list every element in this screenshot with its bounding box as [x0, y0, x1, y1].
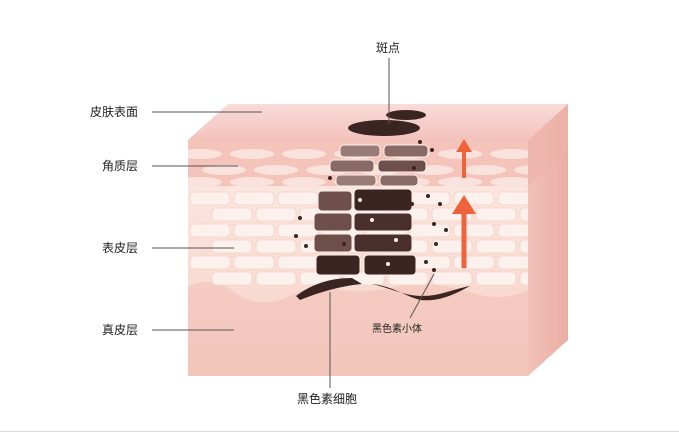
spot-mark-large — [348, 120, 420, 136]
label-melanocyte: 黑色素细胞 — [297, 392, 358, 406]
epidermis-cell — [497, 223, 528, 238]
epidermis-cell — [497, 255, 528, 270]
melanocyte-cell — [377, 159, 427, 173]
melanocyte-cell — [313, 212, 353, 232]
melanocyte-cell — [339, 144, 381, 158]
epidermis-cell — [475, 207, 517, 222]
corneum-cell — [490, 177, 528, 187]
melanosome-dot — [432, 268, 436, 272]
melanocyte-column — [313, 144, 429, 276]
corneum-cell — [188, 177, 222, 187]
spot-mark — [386, 110, 426, 120]
melanocyte-cell — [363, 254, 417, 276]
epidermis-cell — [189, 191, 231, 206]
epidermis-cell — [255, 207, 297, 222]
corneum-cell — [202, 165, 246, 175]
epidermis-cell — [519, 207, 528, 222]
melanosome-dot — [342, 242, 346, 246]
melanosome-dot — [432, 222, 436, 226]
corneum-cell — [514, 165, 528, 175]
melanosome-dot — [424, 260, 428, 264]
melanosome-dot — [328, 176, 332, 180]
epidermis-cell — [211, 239, 253, 254]
melanosome-dot — [410, 202, 414, 206]
melanosome-dot — [394, 238, 398, 242]
epidermis-cell — [277, 255, 319, 270]
label-stratum-corneum: 角质层 — [102, 159, 139, 173]
corneum-cell — [490, 149, 528, 159]
melanosome-dot — [386, 262, 390, 266]
melanocyte-base-right — [372, 284, 470, 301]
melanocyte-cell — [317, 190, 353, 212]
epidermis-cell — [211, 271, 253, 286]
epidermis-cell — [277, 223, 319, 238]
melanosome-dot — [338, 264, 342, 268]
melanocyte-cell — [329, 159, 375, 173]
label-spot: 斑点 — [376, 41, 401, 55]
melanosome-dot — [370, 218, 374, 222]
melanocyte-cell — [353, 188, 413, 212]
epidermis-cell — [453, 223, 495, 238]
melanocyte-cell — [379, 174, 419, 187]
epidermis-cell — [277, 191, 319, 206]
melanosome-dot — [294, 234, 298, 238]
label-melanosome: 黑色素小体 — [372, 324, 422, 335]
epidermis-cell — [255, 271, 297, 286]
melanosome-dot — [438, 202, 442, 206]
melanosome-dot — [434, 242, 438, 246]
corneum-cell — [282, 177, 326, 187]
melanocyte-cell — [315, 254, 361, 276]
epidermis-cell — [233, 255, 275, 270]
melanosome-dot — [298, 216, 302, 220]
epidermis-cell — [453, 255, 495, 270]
melanosome-dot — [430, 148, 434, 152]
epidermis-cell — [233, 191, 275, 206]
melanocyte-base — [296, 278, 362, 300]
melanosome-dot — [304, 244, 308, 248]
corneum-cell — [230, 177, 274, 187]
epidermis-cell — [409, 223, 451, 238]
upward-arrow-small — [456, 139, 472, 178]
epidermis-cell — [431, 271, 473, 286]
melanosome-dots — [294, 140, 448, 272]
epidermis-cell — [189, 223, 231, 238]
label-skin-surface: 皮肤表面 — [90, 105, 139, 119]
epidermis-cell — [519, 271, 528, 286]
epidermis-cell — [519, 239, 528, 254]
melanosome-dot — [358, 198, 362, 202]
epidermis-cell — [211, 207, 253, 222]
melanocyte-cell — [335, 174, 377, 187]
melanosome-dot — [412, 166, 416, 170]
corneum-cell — [254, 165, 298, 175]
melanocyte-cell — [353, 233, 413, 253]
right-face-corneum — [528, 104, 568, 186]
melanocyte-cell — [313, 233, 353, 253]
upward-arrow-large — [452, 195, 476, 268]
melanosome-dot — [418, 140, 422, 144]
epidermis-cell — [475, 239, 517, 254]
melanosome-dot — [426, 194, 430, 198]
corneum-cell — [230, 149, 274, 159]
corneum-cell — [282, 149, 326, 159]
melanocyte-cell — [353, 212, 413, 232]
epidermis-cell — [409, 191, 451, 206]
corneum-cell — [438, 177, 482, 187]
epidermis-cell — [189, 255, 231, 270]
corneum-cell — [462, 165, 506, 175]
label-dermis: 真皮层 — [102, 323, 139, 337]
epidermis-cell — [475, 271, 517, 286]
epidermis-cell — [233, 223, 275, 238]
corneum-cell — [188, 149, 222, 159]
melanosome-dot — [444, 228, 448, 232]
epidermis-cell — [497, 191, 528, 206]
leader-melanosome — [409, 273, 435, 319]
label-epidermis: 表皮层 — [102, 241, 139, 255]
melanocyte-cell — [383, 144, 429, 158]
epidermis-cell — [255, 239, 297, 254]
